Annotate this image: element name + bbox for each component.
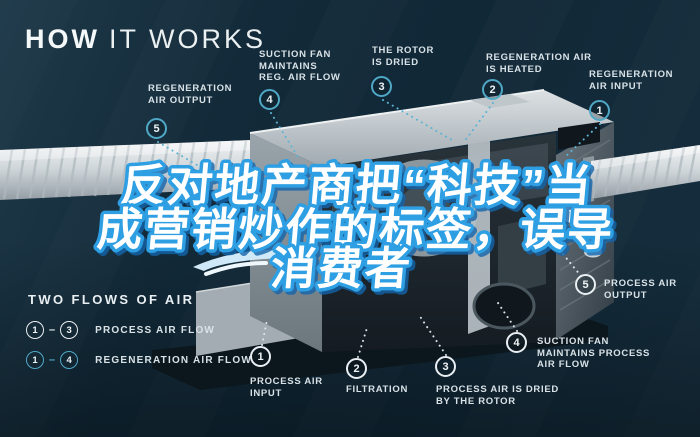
- callout-label-process-output: PROCESS AIR OUTPUT: [604, 278, 677, 301]
- callout-label-rotor-dried: THE ROTOR IS DRIED: [372, 45, 435, 68]
- callout-label-process-dried: PROCESS AIR IS DRIED BY THE ROTOR: [436, 384, 559, 407]
- callout-badge-regen-1: 1: [589, 100, 610, 121]
- callout-label-suction-fan-process: SUCTION FAN MAINTAINS PROCESS AIR FLOW: [537, 336, 651, 370]
- legend-dash: –: [49, 354, 56, 366]
- callout-badge-process-4: 4: [506, 332, 527, 353]
- air-flow-swoosh-icon: [193, 249, 320, 276]
- elbow-flange: [584, 246, 602, 258]
- legend-badge-3: 3: [60, 321, 79, 339]
- callout-badge-regen-4: 4: [259, 89, 280, 110]
- callout-badge-process-3: 3: [435, 356, 456, 377]
- legend-badge-4: 4: [60, 351, 79, 369]
- callout-label-process-input: PROCESS AIR INPUT: [250, 376, 323, 399]
- legend-badge-1a: 1: [26, 321, 44, 339]
- legend-row-process: 1 – 3 PROCESS AIR FLOW: [26, 320, 215, 340]
- left-duct-illustration: [0, 140, 252, 200]
- callout-badge-regen-5: 5: [146, 118, 167, 139]
- callout-badge-regen-3: 3: [371, 76, 392, 97]
- callout-label-regen-output: REGENERATION AIR OUTPUT: [148, 83, 233, 106]
- legend-badge-1b: 1: [26, 351, 44, 369]
- callout-label-regen-heated: REGENERATION AIR IS HEATED: [486, 52, 592, 75]
- page-title: HOW IT WORKS: [25, 24, 266, 55]
- callout-badge-regen-2: 2: [482, 79, 503, 100]
- regeneration-leader-lines: [157, 99, 601, 166]
- legend-label-regeneration: REGENERATION AIR FLOW: [95, 354, 252, 366]
- callout-badge-process-1: 1: [250, 346, 271, 367]
- callout-badge-process-2: 2: [346, 358, 367, 379]
- process-output-elbow: [548, 204, 601, 256]
- legend-label-process: PROCESS AIR FLOW: [95, 324, 216, 336]
- title-light: IT WORKS: [108, 24, 266, 54]
- right-duct-illustration: [583, 145, 700, 203]
- legend-dash: –: [49, 324, 56, 336]
- process-leader-lines: [261, 247, 582, 358]
- callout-label-suction-fan-regen: SUCTION FAN MAINTAINS REG. AIR FLOW: [259, 49, 341, 83]
- legend-row-regeneration: 1 – 4 REGENERATION AIR FLOW: [26, 350, 252, 370]
- callout-badge-process-5: 5: [575, 274, 596, 295]
- legend-title: TWO FLOWS OF AIR: [28, 292, 195, 307]
- title-bold: HOW: [25, 24, 100, 54]
- callout-label-filtration: FILTRATION: [346, 384, 409, 395]
- callout-label-regen-input: REGENERATION AIR INPUT: [589, 69, 674, 92]
